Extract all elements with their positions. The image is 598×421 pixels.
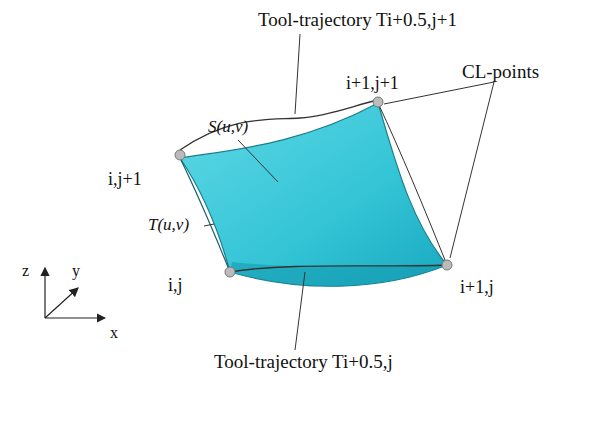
trajectory-label: Tool-trajectory Ti+0.5,j (214, 352, 393, 373)
callout-label: CL-points (462, 62, 539, 83)
axis-label: x (110, 324, 118, 342)
axis-label: y (72, 262, 80, 280)
surface-label: S(u,v) (208, 118, 248, 137)
axis-label: z (22, 262, 29, 280)
point-index: i+1,j (460, 278, 494, 298)
trajectory-label: Tool-trajectory Ti+0.5,j+1 (258, 10, 457, 31)
point-index: i+1,j+1 (346, 74, 399, 94)
point-index: i,j (168, 276, 183, 296)
point-index: i,j+1 (108, 170, 142, 190)
surface-label: T(u,v) (148, 216, 189, 235)
